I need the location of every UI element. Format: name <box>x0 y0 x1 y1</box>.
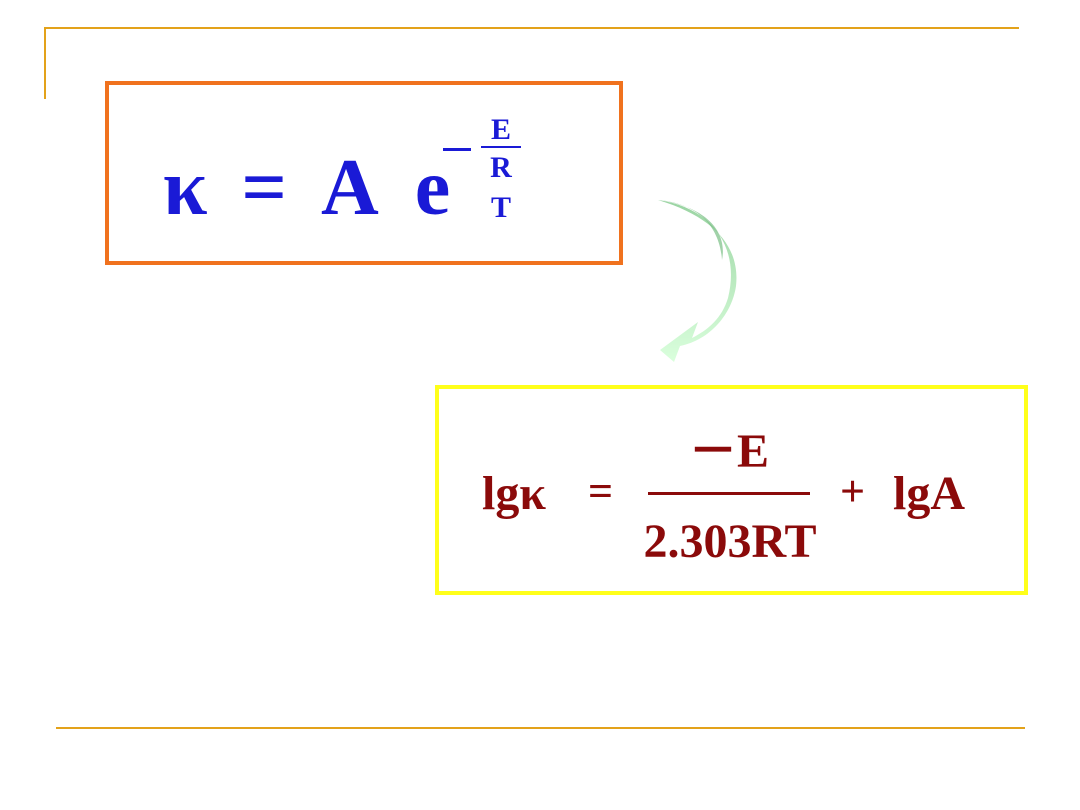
exponent-minus-sign <box>443 148 471 151</box>
exponent-numerator: E <box>490 113 511 146</box>
log-rhs: lgA <box>893 467 965 520</box>
arrhenius-lhs: κ <box>163 144 208 232</box>
exponent-denominator: R T <box>490 151 512 224</box>
arrhenius-base: e <box>414 144 451 232</box>
log-denominator: 2.303RT <box>643 515 817 568</box>
log-equation-box <box>435 385 1028 595</box>
log-numerator: －E <box>688 425 770 478</box>
curved-down-arrow-icon <box>658 200 737 362</box>
arrhenius-equation-box <box>105 81 623 265</box>
arrhenius-prefactor: A <box>321 144 379 232</box>
bottom-rule <box>56 727 1025 729</box>
arrhenius-equals: = <box>241 144 288 232</box>
left-rule <box>44 27 46 99</box>
log-fraction-bar <box>648 492 810 495</box>
log-equals: = <box>588 467 614 516</box>
exponent-fraction: E R T <box>477 113 525 224</box>
exponent-fraction-bar <box>481 146 521 148</box>
log-plus: + <box>840 467 866 516</box>
log-lhs: lgκ <box>482 467 546 520</box>
arrhenius-equation: κ = A e <box>163 148 450 228</box>
top-rule <box>44 27 1019 29</box>
